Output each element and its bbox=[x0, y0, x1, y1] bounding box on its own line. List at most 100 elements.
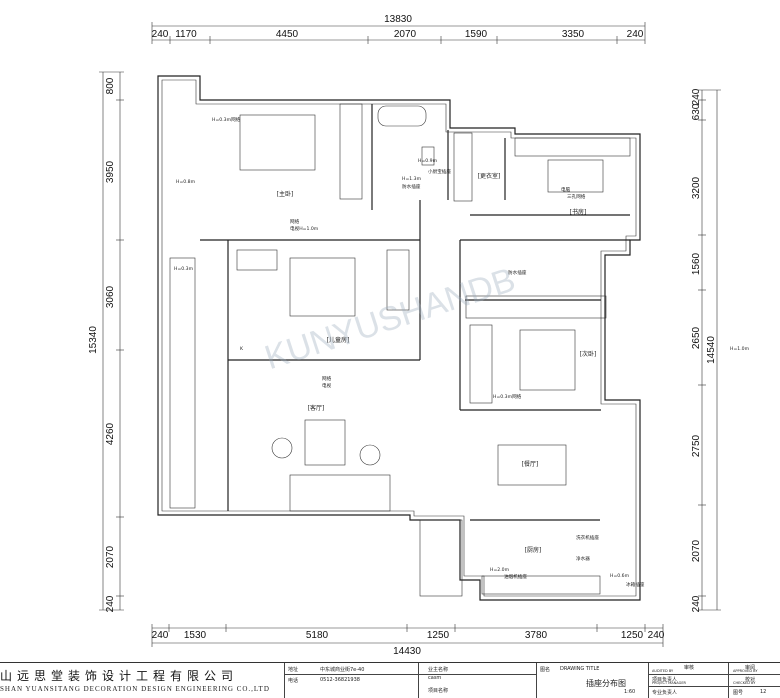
designer-label: 专业负责人 bbox=[652, 690, 678, 696]
study-desk bbox=[547, 159, 604, 193]
kids-bed bbox=[289, 257, 356, 317]
note-5: 防水插座 bbox=[402, 183, 421, 190]
outlet-notes: H=0.3m网络 H=0.8m H=0.9m H=1.3m 防水插座 小厨宝插座… bbox=[174, 116, 750, 588]
note-7: 网络 bbox=[290, 218, 300, 225]
note-11: H=0.3m bbox=[174, 266, 194, 272]
closet-cabinet bbox=[453, 132, 473, 202]
note-8: 电视H=1.0m bbox=[290, 225, 319, 232]
address-label: 地址 bbox=[288, 667, 299, 673]
dim-bottom-7: 240 bbox=[648, 630, 665, 641]
dim-top-6: 3350 bbox=[562, 29, 585, 40]
owner-label: 业主名称 bbox=[428, 667, 449, 673]
walls bbox=[157, 75, 641, 601]
dim-right-4: 1560 bbox=[691, 252, 702, 275]
dim-top-3: 4450 bbox=[276, 29, 299, 40]
dim-right-3: 3200 bbox=[691, 176, 702, 199]
note-6: 小厨宝插座 bbox=[428, 168, 451, 175]
note-9: 电脑 bbox=[561, 186, 571, 193]
phone-label: 电话 bbox=[288, 678, 299, 684]
dim-left-2: 3950 bbox=[105, 160, 116, 183]
note-15: H=0.3m网络 bbox=[493, 393, 522, 400]
note-17: 净水器 bbox=[576, 555, 590, 562]
address-value: 中东城商业街7e-40 bbox=[320, 667, 365, 673]
master-wardrobe bbox=[339, 103, 363, 200]
dim-top-2: 1170 bbox=[175, 29, 197, 40]
dim-right-5: 2650 bbox=[691, 326, 702, 349]
balcony-cabinet bbox=[169, 257, 196, 509]
kids-wardrobe bbox=[386, 249, 410, 311]
dim-right-8: 240 bbox=[691, 595, 702, 612]
phone-value: 0512-36821938 bbox=[320, 677, 360, 683]
study-shelf bbox=[514, 137, 631, 157]
note-23: H=1.0m bbox=[730, 346, 750, 352]
drawing-title: 插座分布图 bbox=[586, 679, 626, 688]
note-14: 电视 bbox=[322, 382, 332, 389]
furniture bbox=[169, 103, 631, 597]
dim-bottom-5: 3780 bbox=[525, 630, 548, 641]
room-label-study: [书房] bbox=[570, 208, 587, 216]
sofa bbox=[289, 474, 391, 512]
entry-cabinet bbox=[419, 519, 463, 597]
dim-top-1: 240 bbox=[152, 29, 169, 40]
review-label: 审阅 bbox=[745, 665, 756, 671]
note-19: 油烟机插座 bbox=[504, 573, 527, 580]
dim-left-5: 2070 bbox=[105, 545, 116, 568]
review-en: APPROVED BY bbox=[733, 669, 758, 673]
coffee-table bbox=[304, 419, 346, 466]
check-en: CHECKED BY bbox=[733, 681, 756, 685]
room-label-kids: [儿童房] bbox=[327, 336, 350, 344]
dim-bottom-overall: 14430 bbox=[393, 646, 421, 657]
audit-label: 审核 bbox=[684, 665, 695, 671]
dim-bottom-6: 1250 bbox=[621, 630, 644, 641]
dining-table bbox=[497, 444, 567, 486]
project-label: 项目名称 bbox=[428, 688, 449, 694]
room-label-master: [主卧] bbox=[277, 190, 294, 198]
dim-left-overall: 15340 bbox=[88, 326, 99, 354]
room-label-kitchen: [厨房] bbox=[525, 546, 542, 554]
armchair-left bbox=[271, 437, 293, 459]
note-1: H=0.3m网络 bbox=[212, 116, 241, 123]
dim-bottom-4: 1250 bbox=[427, 630, 450, 641]
right-dimensions: 240 630 3200 1560 2650 2750 2070 240 145… bbox=[691, 88, 721, 612]
top-dimensions: 13830 240 1170 4450 2070 1590 3350 240 bbox=[152, 14, 646, 44]
pm-en: PROJECT MANAGER bbox=[652, 681, 686, 685]
drawing-label: 图名 bbox=[540, 667, 551, 673]
audit-en: AUDITED BY bbox=[652, 669, 674, 673]
dim-top-overall: 13830 bbox=[384, 14, 412, 25]
dim-right-2: 630 bbox=[691, 103, 702, 120]
title-block: 山远思堂装饰设计工程有限公司 SHAN YUANSITANG DECORATIO… bbox=[0, 662, 780, 698]
dim-right-1: 240 bbox=[691, 88, 702, 105]
note-20: 洗衣机插座 bbox=[576, 534, 599, 541]
check-label: 校对 bbox=[745, 677, 756, 683]
sheet-number: 12 bbox=[760, 689, 767, 695]
company-name-en: SHAN YUANSITANG DECORATION DESIGN ENGINE… bbox=[0, 685, 270, 693]
kids-desk bbox=[236, 249, 278, 271]
bottom-dimensions: 240 1530 5180 1250 3780 1250 240 14430 bbox=[152, 624, 665, 657]
dim-left-1: 800 bbox=[105, 77, 116, 94]
dim-top-4: 2070 bbox=[394, 29, 417, 40]
dim-left-3: 3060 bbox=[105, 285, 116, 308]
dim-right-overall: 14540 bbox=[706, 336, 717, 364]
note-16: 防水插座 bbox=[508, 269, 527, 276]
master-bed bbox=[239, 114, 316, 171]
bath-vanity bbox=[465, 295, 607, 319]
note-21: H=0.6m bbox=[610, 573, 630, 579]
dim-right-7: 2070 bbox=[691, 539, 702, 562]
dim-bottom-2: 1530 bbox=[184, 630, 207, 641]
kitchen-counter bbox=[481, 575, 601, 595]
dim-bottom-3: 5180 bbox=[306, 630, 329, 641]
note-18: H=2.0m bbox=[490, 567, 510, 573]
note-2: H=0.8m bbox=[176, 179, 196, 185]
second-wardrobe bbox=[469, 324, 493, 404]
dim-left-4: 4260 bbox=[105, 422, 116, 445]
dim-top-7: 240 bbox=[627, 29, 644, 40]
note-4: H=1.3m bbox=[402, 176, 422, 182]
room-label-dining: [餐厅] bbox=[522, 460, 539, 468]
room-label-second: [次卧] bbox=[580, 350, 597, 358]
dim-bottom-1: 240 bbox=[152, 630, 169, 641]
bathtub bbox=[377, 105, 427, 127]
sheet-label: 图号 bbox=[733, 690, 744, 696]
armchair-right bbox=[359, 444, 381, 466]
note-12: K bbox=[240, 346, 244, 352]
